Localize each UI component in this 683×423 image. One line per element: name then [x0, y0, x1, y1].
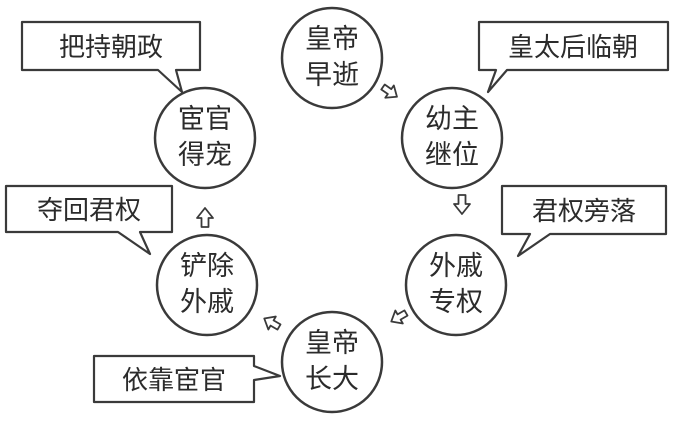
- arrow-succeeds-to-consort: [453, 194, 471, 215]
- node-eunuch-favored-line1: 宦官: [178, 104, 232, 135]
- node-consort-power-line1: 外戚: [429, 251, 483, 282]
- callout-power-declines: 君权旁落: [500, 184, 668, 258]
- node-remove-consort-line2: 外戚: [180, 287, 234, 318]
- callout-regain-power: 夺回君权: [4, 184, 174, 256]
- node-remove-consort: 铲除 外戚: [155, 233, 259, 337]
- node-remove-consort-line1: 铲除: [180, 251, 234, 282]
- callout-rely-eunuchs: 依靠宦官: [92, 354, 282, 404]
- node-emperor-dies-line2: 早逝: [305, 60, 359, 91]
- node-child-succeeds-line1: 幼主: [425, 104, 479, 135]
- node-child-succeeds-line2: 继位: [425, 140, 479, 171]
- arrow-grows-to-remove: [263, 315, 282, 331]
- node-emperor-grows-line1: 皇帝: [305, 328, 359, 359]
- node-consort-power-line2: 专权: [429, 287, 483, 318]
- node-emperor-grows-line2: 长大: [305, 364, 359, 395]
- node-eunuch-favored-line2: 得宠: [178, 140, 232, 171]
- arrow-dies-to-succeeds: [380, 83, 398, 99]
- callout-regain-power-text: 夺回君权: [37, 196, 141, 226]
- callout-empress-dowager: 皇太后临朝: [477, 20, 670, 94]
- node-emperor-dies: 皇帝 早逝: [280, 6, 384, 110]
- arrow-consort-to-grows: [390, 309, 409, 325]
- node-child-succeeds: 幼主 继位: [400, 86, 504, 190]
- node-eunuch-favored: 宦官 得宠: [153, 86, 257, 190]
- arrow-remove-to-eunuch: [196, 207, 214, 228]
- node-emperor-dies-line1: 皇帝: [305, 24, 359, 55]
- callout-power-declines-text: 君权旁落: [532, 197, 636, 227]
- callout-rely-eunuchs-text: 依靠宦官: [122, 366, 226, 396]
- node-consort-power: 外戚 专权: [404, 233, 508, 337]
- callout-control-court: 把持朝政: [20, 20, 202, 94]
- callout-empress-dowager-text: 皇太后临朝: [508, 33, 638, 63]
- callout-control-court-text: 把持朝政: [59, 33, 163, 63]
- node-emperor-grows: 皇帝 长大: [280, 310, 384, 414]
